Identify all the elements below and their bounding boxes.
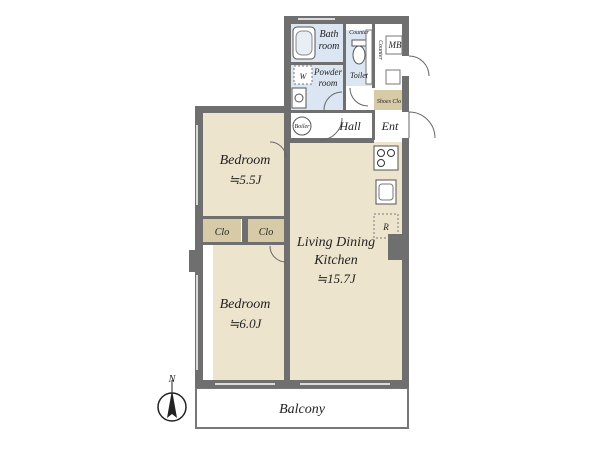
door-swing-icon <box>319 117 343 141</box>
wall-bedroom-ldk <box>284 142 290 382</box>
wall-left <box>195 106 203 388</box>
compass-icon: N <box>157 374 187 422</box>
wall-top-bedroom <box>195 106 290 113</box>
door-swing-icon <box>269 245 287 263</box>
door-swing-icon <box>269 141 287 159</box>
wall-closet-mid <box>242 219 248 243</box>
closet-a-label: Clo <box>215 227 229 238</box>
bath-line2: room <box>319 41 340 52</box>
shoes-closet-label: Shoes Clo <box>377 99 401 105</box>
toilet-icon <box>351 39 367 65</box>
closet-b-floor <box>248 219 284 243</box>
toilet-label: Toilet <box>350 71 369 80</box>
powder-line1: Powder <box>313 67 342 77</box>
wall-closet-bottom <box>203 242 285 245</box>
hall-label: Hall <box>338 119 361 133</box>
meter-box-label: MB <box>388 40 402 50</box>
toilet-counter <box>365 29 373 85</box>
refrigerator-label: R <box>382 222 389 232</box>
counter-top-label: Counter <box>349 30 369 36</box>
refrigerator-space <box>373 213 399 239</box>
bedroom-upper-size: ≒5.5J <box>229 172 263 187</box>
balcony-floor <box>195 387 409 429</box>
bedroom-lower-floor <box>213 244 286 380</box>
meter-box-lower <box>385 69 401 85</box>
wall-corner-right <box>388 234 402 260</box>
entrance-label: Ent <box>381 119 399 133</box>
door-swing-icon <box>323 91 343 111</box>
labels: Bedroom ≒5.5J Bedroom ≒6.0J Clo Clo Livi… <box>215 29 402 417</box>
ldk-floor <box>290 142 388 382</box>
bathtub-icon <box>292 26 316 60</box>
balcony-label: Balcony <box>279 402 326 417</box>
ldk-name-line2: Kitchen <box>313 253 358 268</box>
stove-icon <box>373 145 399 171</box>
wall-right-mid <box>402 76 409 112</box>
pillar-left <box>189 250 201 272</box>
wall-wet-bottom <box>290 110 374 113</box>
sink-icon <box>375 179 397 205</box>
bedroom-upper-name: Bedroom <box>220 153 271 168</box>
ldk-size: ≒15.7J <box>316 271 357 286</box>
sink-icon <box>291 87 307 109</box>
bath-line1: Bath <box>320 29 339 40</box>
fixtures <box>291 26 403 239</box>
bedroom-upper-floor <box>201 112 286 216</box>
ldk-floor-right <box>386 260 402 382</box>
counter-side-label: Counter <box>377 40 383 60</box>
ldk-name-line1: Living Dining <box>296 235 375 250</box>
wall-bath-bottom <box>290 62 344 65</box>
washer-icon <box>293 65 313 85</box>
wall-right-upper <box>402 16 409 56</box>
doors <box>269 55 436 263</box>
closet-a-floor <box>203 219 241 243</box>
wall-wet-left <box>284 16 291 142</box>
bedroom-lower-size: ≒6.0J <box>229 316 263 331</box>
closet-b-label: Clo <box>259 227 273 238</box>
windows <box>196 18 390 385</box>
washer-label: W <box>300 72 308 81</box>
door-swing-icon <box>408 55 430 77</box>
door-swing-icon <box>408 111 436 139</box>
meter-box <box>385 35 403 55</box>
wall-bedroom-divider <box>203 216 285 219</box>
wall-hall-bottom <box>290 138 374 143</box>
wall-right-ent <box>402 138 409 388</box>
wall-ent-left <box>372 110 375 140</box>
boiler-label: Boiler <box>295 124 311 130</box>
floors <box>195 24 409 429</box>
shoes-closet-floor <box>374 90 404 110</box>
wall-wet-top <box>284 16 408 24</box>
compass-north-label: N <box>168 374 177 385</box>
wall-toilet-right <box>372 24 375 88</box>
powder-line2: room <box>319 78 338 88</box>
door-swing-icon <box>349 87 369 107</box>
boiler-icon <box>292 116 312 136</box>
bedroom-lower-name: Bedroom <box>220 297 271 312</box>
wall-bath-right <box>343 24 346 110</box>
